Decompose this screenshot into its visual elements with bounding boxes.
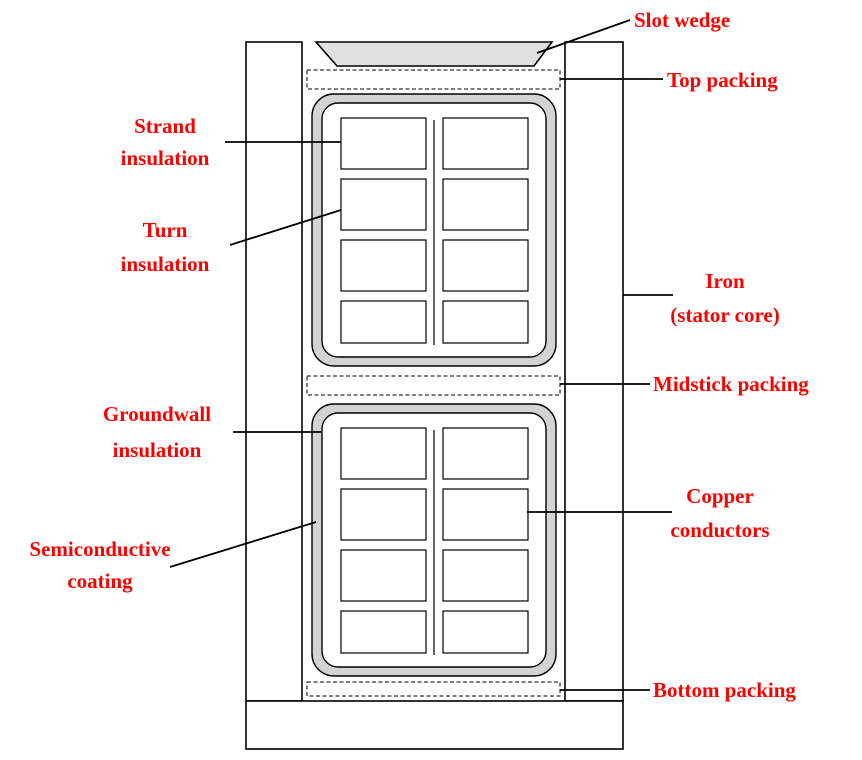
copper-strand xyxy=(442,239,529,292)
label-semiconductive-1: Semiconductive xyxy=(29,537,170,561)
label-copper-1: Copper xyxy=(686,484,754,508)
label-top-packing: Top packing xyxy=(667,68,778,92)
label-iron-1: Iron xyxy=(705,269,745,293)
label-strand-insulation-2: insulation xyxy=(121,146,210,170)
copper-strand xyxy=(442,178,529,231)
leader-semiconductive xyxy=(169,521,317,568)
label-groundwall-2: insulation xyxy=(113,438,202,462)
label-iron-2: (stator core) xyxy=(670,303,779,327)
label-turn-insulation-2: insulation xyxy=(121,252,210,276)
copper-strand xyxy=(442,300,529,344)
copper-strand xyxy=(340,239,427,292)
copper-strand xyxy=(442,427,529,480)
copper-strand xyxy=(340,549,427,602)
label-turn-insulation-1: Turn xyxy=(143,218,188,242)
leader-turn-insulation xyxy=(229,209,342,246)
copper-strand xyxy=(340,488,427,541)
copper-strand xyxy=(442,610,529,654)
copper-strand xyxy=(442,488,529,541)
coils xyxy=(311,93,557,677)
label-semiconductive-2: coating xyxy=(67,569,133,593)
copper-strand xyxy=(340,300,427,344)
label-strand-insulation-1: Strand xyxy=(134,114,196,138)
leader-slot-wedge xyxy=(536,19,631,54)
copper-strand xyxy=(442,117,529,170)
core-right-tooth xyxy=(564,41,624,702)
label-groundwall-1: Groundwall xyxy=(103,402,211,426)
core-left-tooth xyxy=(245,41,303,702)
label-bottom-packing: Bottom packing xyxy=(653,678,796,702)
core-bottom xyxy=(245,700,624,750)
copper-strand xyxy=(340,427,427,480)
label-copper-2: conductors xyxy=(670,518,769,542)
slot-wedge xyxy=(314,41,554,67)
label-midstick-packing: Midstick packing xyxy=(653,372,809,396)
copper-strand xyxy=(340,178,427,231)
stator-core xyxy=(245,41,624,750)
copper-strand xyxy=(442,549,529,602)
leader-lines xyxy=(169,19,673,691)
label-slot-wedge: Slot wedge xyxy=(634,8,730,32)
top-packing xyxy=(306,69,561,90)
copper-strand xyxy=(340,610,427,654)
midstick-packing xyxy=(306,375,561,396)
copper-strand xyxy=(340,117,427,170)
bottom-packing xyxy=(306,681,561,697)
